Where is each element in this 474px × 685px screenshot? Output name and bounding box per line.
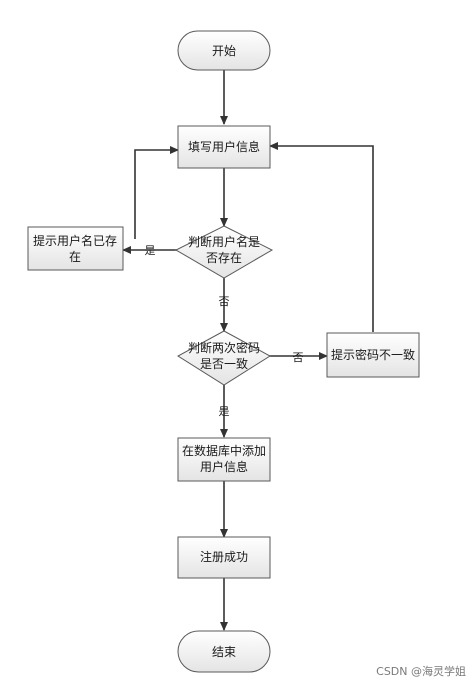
edge-label-name-no: 否 [219, 295, 230, 308]
password-mismatch-label: 提示密码不一致 [331, 347, 415, 362]
check-pw-label-1: 判断两次密码 [188, 340, 260, 355]
edge-mismatch-fill [269, 142, 374, 332]
fill-info-box [177, 125, 271, 169]
end-label: 结束 [212, 645, 236, 659]
register-success-label: 注册成功 [200, 549, 248, 564]
add-db-box [177, 437, 271, 482]
start-terminal [177, 30, 271, 71]
watermark: CSDN @海灵学姐 [376, 665, 466, 678]
check-name-label-1: 判断用户名是 [188, 234, 260, 249]
start-label: 开始 [212, 44, 236, 58]
add-db-label-1: 在数据库中添加 [182, 443, 266, 458]
name-exists-label-1: 提示用户名已存 [33, 233, 117, 248]
check-name-label-2: 否存在 [206, 251, 242, 265]
check-password-decision [177, 330, 271, 386]
edge-exists-fill [134, 146, 179, 239]
name-exists-box [27, 226, 124, 271]
register-success-box [177, 536, 271, 579]
name-exists-label-2: 在 [69, 250, 81, 264]
edge-label-pw-yes: 是 [219, 405, 230, 418]
edge-label-pw-no: 否 [293, 351, 304, 364]
password-mismatch-box [326, 332, 420, 378]
edge-label-name-yes: 是 [145, 244, 156, 257]
add-db-label-2: 用户信息 [200, 459, 248, 474]
check-name-decision [174, 225, 274, 279]
fill-info-label: 填写用户信息 [188, 139, 260, 154]
end-terminal [177, 630, 271, 673]
check-pw-label-2: 是否一致 [200, 357, 248, 371]
